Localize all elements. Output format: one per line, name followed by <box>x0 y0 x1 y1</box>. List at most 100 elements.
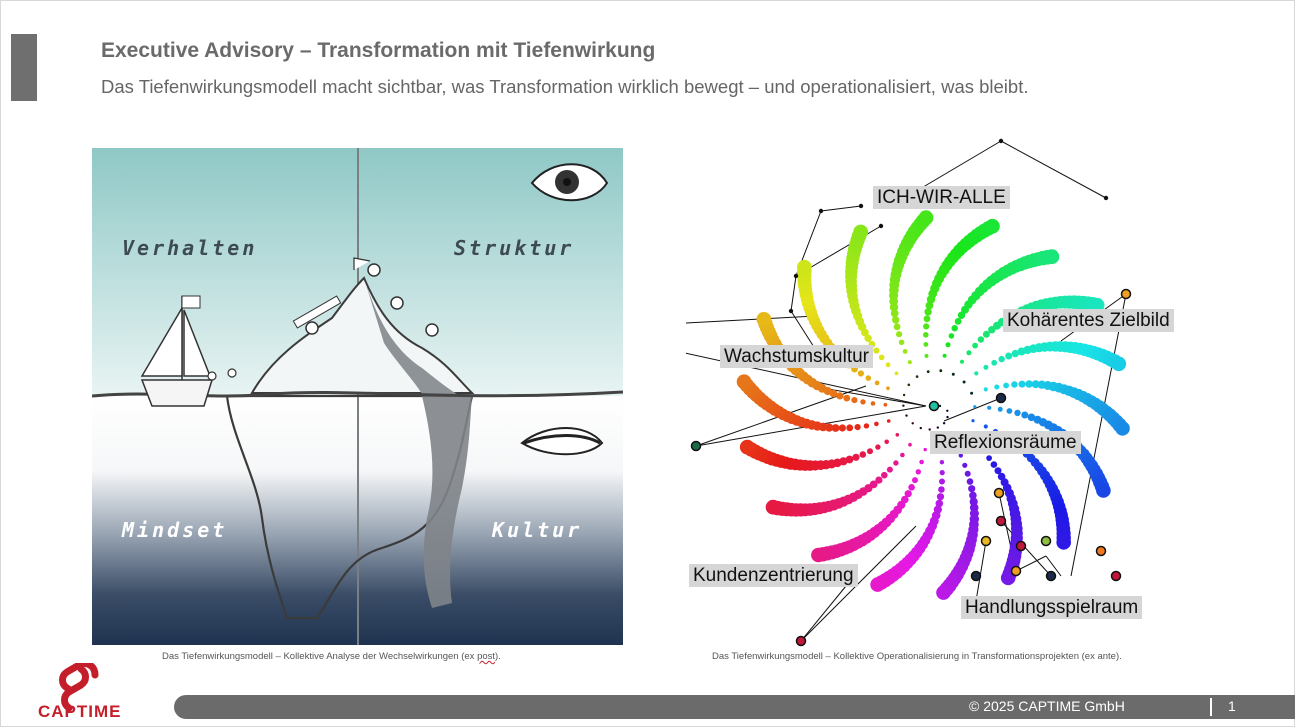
spiral-dot <box>968 485 976 493</box>
quadrant-label-kultur: Kultur <box>492 518 583 542</box>
spiral-dot <box>938 404 942 408</box>
spiral-dot <box>951 372 955 376</box>
network-figure: ICH-WIR-ALLE Kohärentes Zielbild Wachstu… <box>575 136 1226 656</box>
spiral-dot <box>974 371 979 376</box>
spiral-dot <box>875 476 883 484</box>
spiral-dot <box>811 547 826 563</box>
footer-separator <box>1210 698 1212 716</box>
spiral-dot <box>958 453 963 458</box>
spiral-dot <box>886 419 891 423</box>
spiral-dot <box>857 370 864 377</box>
network-node <box>1010 565 1022 577</box>
network-node <box>795 635 807 647</box>
spiral-dot <box>1096 483 1111 498</box>
left-figure-caption: Das Tiefenwirkungsmodell – Kollektive An… <box>162 651 501 662</box>
spiral-dot <box>865 375 872 381</box>
spiral-dot <box>912 477 918 484</box>
line-endpoint <box>858 203 864 209</box>
left-caption-end: ). <box>495 651 501 662</box>
label-reflexionsraeume: Reflexionsräume <box>930 431 1081 454</box>
spiral-dot <box>962 380 966 384</box>
spiral-dot <box>994 384 1000 390</box>
spiral-dot <box>969 491 977 500</box>
spiral-dot <box>860 399 866 405</box>
quadrant-label-verhalten: Verhalten <box>122 236 258 260</box>
spiral-dot <box>1003 382 1009 389</box>
spiral-dot <box>923 447 927 452</box>
spiral-dot <box>1018 380 1026 388</box>
line-endpoint <box>998 138 1004 144</box>
page-title: Executive Advisory – Transformation mit … <box>101 39 656 62</box>
spiral-dot <box>851 397 858 404</box>
spiral-dot <box>973 405 977 409</box>
spiral-dot <box>971 419 975 423</box>
network-node <box>980 535 992 547</box>
spiral-dot <box>936 585 951 600</box>
network-node <box>928 400 940 412</box>
copyright: © 2025 CAPTIME GmbH <box>969 698 1125 714</box>
spiral-dot <box>1027 413 1036 422</box>
spiral-dot <box>964 470 971 477</box>
spiral-dot <box>942 353 947 358</box>
line-endpoint <box>1103 195 1109 201</box>
spiral-dot <box>1011 349 1019 358</box>
spiral-dot <box>878 354 885 361</box>
spiral-dot <box>972 342 978 349</box>
spiral-dot <box>983 364 989 370</box>
spiral-dot <box>885 362 891 368</box>
spiral-dot <box>1111 356 1127 372</box>
open-eye-icon <box>530 163 609 202</box>
spiral-dot <box>908 442 912 447</box>
spiral-dot <box>898 339 905 346</box>
line-endpoint <box>788 308 794 314</box>
network-node <box>995 392 1007 404</box>
quadrant-label-struktur: Struktur <box>454 236 575 260</box>
spiral-dot <box>881 471 888 479</box>
spiral-dot <box>918 210 934 226</box>
label-ich-wir-alle: ICH-WIR-ALLE <box>873 186 1010 209</box>
spiral-dot <box>863 423 870 429</box>
spiral-dot <box>948 333 955 339</box>
spiral-dot <box>960 359 964 364</box>
spiral-dot <box>1011 381 1018 388</box>
spiral-dot <box>1044 249 1060 265</box>
spiral-dot <box>924 308 932 316</box>
spiral-dot <box>915 469 921 475</box>
spiral-dot <box>923 315 931 323</box>
spiral-dot <box>926 370 930 373</box>
spiral-dot <box>896 331 903 338</box>
spiral-dot <box>924 353 929 358</box>
network-node <box>1095 545 1107 557</box>
quadrant-label-mindset: Mindset <box>122 518 228 542</box>
spiral-dot <box>977 336 985 343</box>
spiral-dot <box>1005 352 1013 360</box>
spiral-dot <box>936 426 939 429</box>
iceberg-illustration: Verhalten Struktur Mindset Kultur <box>92 148 623 645</box>
spiral-dot <box>902 404 905 407</box>
spiral-dot <box>946 415 949 419</box>
spiral-dot <box>997 406 1003 412</box>
spiral-dot <box>907 383 911 387</box>
spiral-dot <box>902 349 908 354</box>
spiral-dot <box>893 460 899 466</box>
spiral-dot <box>902 393 906 397</box>
spiral-dot <box>907 360 912 365</box>
spiral-dot <box>939 369 943 373</box>
spiral-dot <box>935 499 944 508</box>
spiral-dot <box>854 424 861 431</box>
spiral-dot <box>736 374 752 390</box>
right-figure-caption: Das Tiefenwirkungsmodell – Kollektive Op… <box>712 651 1122 662</box>
spiral-dot <box>870 401 876 406</box>
spiral-dot <box>886 386 890 391</box>
spiral-dot <box>939 478 945 485</box>
spiral-dot <box>1006 408 1013 414</box>
spiral-dot <box>900 452 905 458</box>
network-node <box>1045 570 1057 582</box>
spiral-dot <box>905 414 908 417</box>
spiral-dot <box>895 433 900 437</box>
spiral-dot <box>983 387 988 392</box>
spiral-dot <box>957 311 966 319</box>
spiral-dot <box>923 323 930 330</box>
network-node <box>1015 540 1027 552</box>
spiral-dot <box>864 334 872 342</box>
